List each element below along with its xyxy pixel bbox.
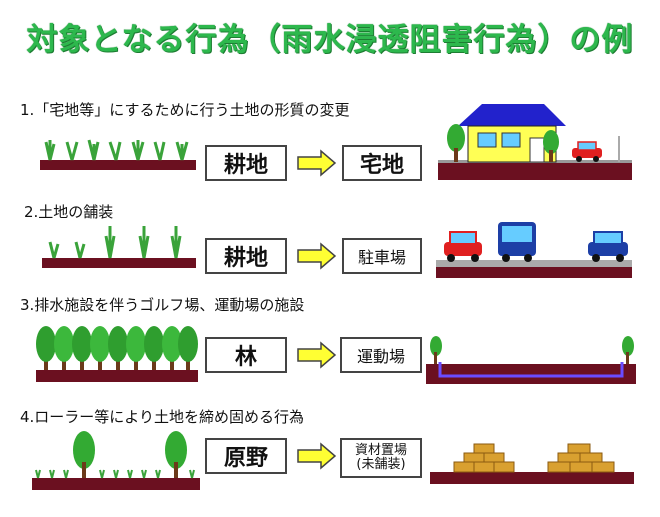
forest-illustration xyxy=(36,326,198,382)
row1-arrow-icon xyxy=(297,149,337,177)
row4-from-box: 原野 xyxy=(205,438,287,474)
row4-to-line2: (未舗装) xyxy=(356,457,406,472)
farmland-illustration xyxy=(40,139,196,170)
house-illustration xyxy=(438,104,632,180)
row1-to-box: 宅地 xyxy=(342,145,422,181)
material-yard-illustration xyxy=(430,443,634,484)
row3-to-box: 運動場 xyxy=(340,337,422,373)
parking-lot-illustration xyxy=(436,222,632,278)
row4-to-box: 資材置場 (未舗装) xyxy=(340,438,422,478)
row2-from-box: 耕地 xyxy=(205,238,287,274)
row4-heading: 4.ローラー等により土地を締め固める行為 xyxy=(20,408,305,426)
row1-heading: 1.「宅地等」にするために行う土地の形質の変更 xyxy=(20,101,350,119)
wasteland-illustration xyxy=(32,431,200,490)
row4-to-line1: 資材置場 xyxy=(354,443,407,458)
row4-arrow-icon xyxy=(297,442,337,470)
farmland-pavement-source-illustration xyxy=(42,226,196,268)
row2-to-box: 駐車場 xyxy=(342,238,422,274)
row3-heading: 3.排水施設を伴うゴルフ場、運動場の施設 xyxy=(20,296,305,314)
page-title: 対象となる行為（雨水浸透阻害行為）の例 xyxy=(26,22,634,58)
sports-ground-illustration xyxy=(426,336,636,384)
row3-from-box: 林 xyxy=(205,337,287,373)
row3-arrow-icon xyxy=(297,341,337,369)
row2-heading: 2.土地の舗装 xyxy=(24,203,114,221)
row2-arrow-icon xyxy=(297,242,337,270)
row1-from-box: 耕地 xyxy=(205,145,287,181)
